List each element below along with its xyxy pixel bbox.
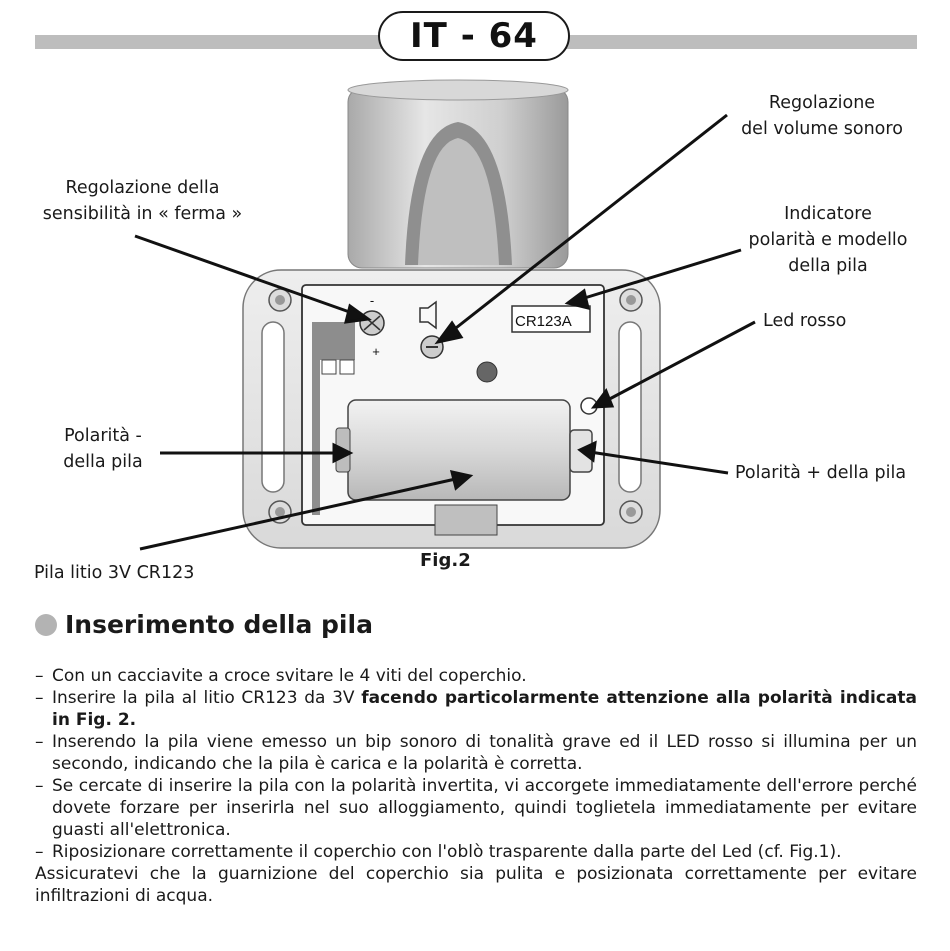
instruction-emphasis: facendo particolarmente attenzione alla … xyxy=(52,688,917,730)
bullet-dot-icon xyxy=(35,613,57,636)
callout-indicator: Indicatore polarità e modello della pila xyxy=(733,201,923,279)
instruction-item: –Se cercate di inserire la pila con la p… xyxy=(35,776,917,840)
instruction-text: Riposizionare correttamente il coperchio… xyxy=(52,842,842,862)
callout-polarity-plus: Polarità + della pila xyxy=(735,460,906,486)
figure-caption: Fig.2 xyxy=(420,550,471,571)
callout-indicator-line-3: della pila xyxy=(788,256,868,276)
device-plus-label: + xyxy=(372,344,380,359)
callout-led: Led rosso xyxy=(763,308,846,334)
instruction-item: –Inserire la pila al litio CR123 da 3V f… xyxy=(35,688,917,730)
figure-device-diagram: CR123A - + Regolazione del volume sonoro… xyxy=(0,60,950,600)
closing-paragraph: Assicuratevi che la guarnizione del cope… xyxy=(35,864,917,906)
instruction-item: –Con un cacciavite a croce svitare le 4 … xyxy=(35,666,527,686)
instruction-text: Inserendo la pila viene emesso un bip so… xyxy=(52,732,917,774)
callout-polarity-minus: Polarità - della pila xyxy=(38,423,168,475)
section-heading: Inserimento della pila xyxy=(35,610,373,639)
callout-polarity-plus-line-1: Polarità + della pila xyxy=(735,463,907,483)
instruction-text: Se cercate di inserire la pila con la po… xyxy=(52,776,917,840)
callout-volume: Regolazione del volume sonoro xyxy=(722,90,922,142)
callout-volume-line-1: Regolazione xyxy=(768,93,876,113)
callout-sensitivity-line-2: sensibilità in « ferma » xyxy=(42,204,243,224)
device-illustration: CR123A - + xyxy=(134,79,756,551)
callout-battery-line-1: Pila litio 3V CR123 xyxy=(34,563,195,583)
callout-led-line-1: Led rosso xyxy=(763,311,847,331)
callout-indicator-line-1: Indicatore xyxy=(784,204,872,224)
instructions: –Con un cacciavite a croce svitare le 4 … xyxy=(35,665,917,907)
battery-model-label: CR123A xyxy=(515,313,572,330)
instruction-text: Inserire la pila al litio CR123 da 3V xyxy=(52,688,362,708)
callout-polarity-minus-line-2: della pila xyxy=(63,452,143,472)
device-minus-label: - xyxy=(370,293,374,308)
device-body xyxy=(242,269,661,549)
callout-sensitivity-line-1: Regolazione della xyxy=(65,178,220,198)
device-cap xyxy=(347,79,569,269)
instruction-item: –Inserendo la pila viene emesso un bip s… xyxy=(35,732,917,774)
page-title: IT - 64 xyxy=(410,16,538,56)
callout-battery: Pila litio 3V CR123 xyxy=(34,560,194,586)
instruction-text: Con un cacciavite a croce svitare le 4 v… xyxy=(52,666,527,686)
callout-arrows xyxy=(134,113,756,551)
section-title: Inserimento della pila xyxy=(65,610,373,639)
instruction-item: –Riposizionare correttamente il coperchi… xyxy=(35,842,842,862)
callout-volume-line-2: del volume sonoro xyxy=(741,119,903,139)
callout-indicator-line-2: polarità e modello xyxy=(748,230,908,250)
callout-polarity-minus-line-1: Polarità - xyxy=(64,426,142,446)
callout-sensitivity: Regolazione della sensibilità in « ferma… xyxy=(30,175,255,227)
header-title-pill: IT - 64 xyxy=(378,11,570,61)
